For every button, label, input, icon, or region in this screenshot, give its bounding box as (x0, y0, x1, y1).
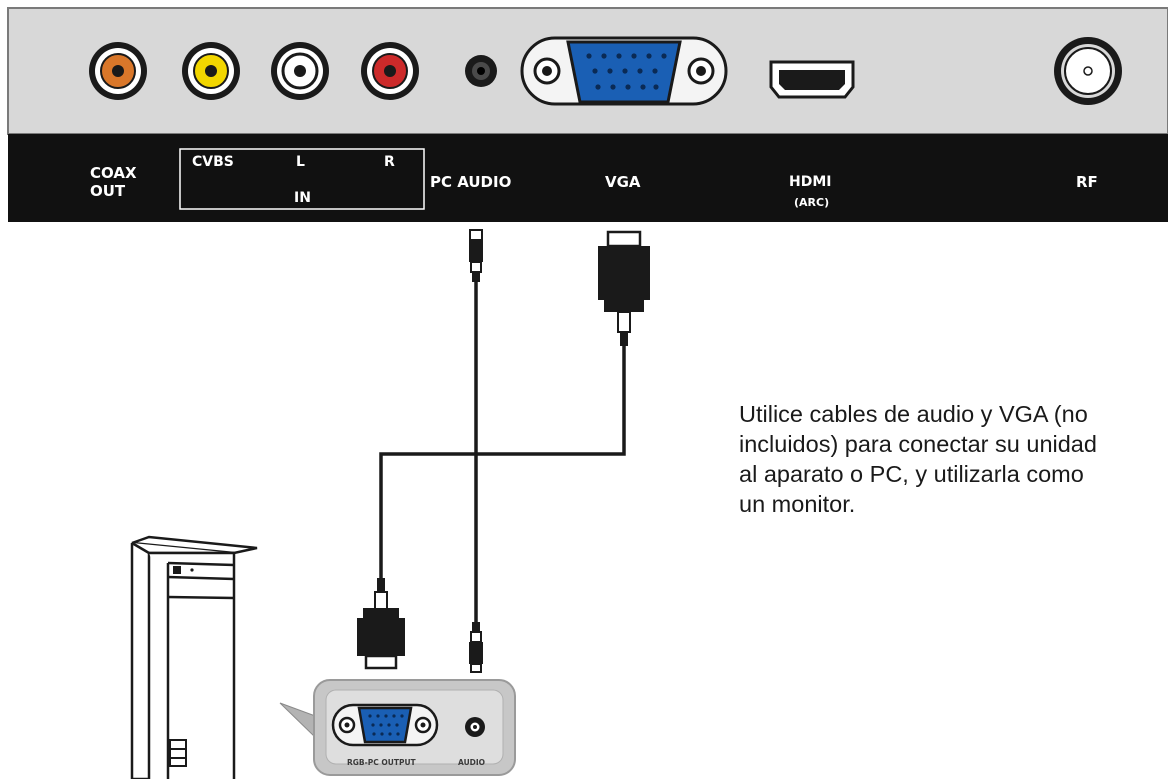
pc-output-panel: RGB-PC OUTPUT AUDIO (313, 679, 516, 776)
audio-l-jack (271, 42, 329, 100)
audio-plug-top (469, 229, 483, 282)
pc-tower (130, 535, 258, 779)
caption-line-2: incluidos) para conectar su unidad (739, 431, 1097, 457)
cvbs-jack (182, 42, 240, 100)
caption-line-1: Utilice cables de audio y VGA (no (739, 401, 1088, 427)
pc-vga-socket (357, 706, 413, 744)
instruction-caption: Utilice cables de audio y VGA (no inclui… (739, 399, 1168, 569)
label-rgb-pc-output: RGB-PC OUTPUT (347, 758, 417, 767)
vga-cable (379, 346, 626, 580)
hdmi-port (769, 60, 855, 99)
label-pc-audio-out: AUDIO (458, 758, 485, 767)
pc-drive-slot (173, 566, 181, 574)
pc-audio-jack (465, 55, 497, 87)
pc-power-led (190, 568, 194, 572)
pc-vent (169, 739, 187, 767)
label-in: IN (294, 190, 311, 206)
label-hdmi: HDMI (789, 174, 831, 190)
label-l: L (296, 154, 305, 170)
label-r: R (384, 154, 395, 170)
vga-plug-top (598, 230, 650, 346)
label-rf: RF (1076, 173, 1098, 191)
rf-port (1054, 37, 1122, 105)
audio-r-jack (361, 42, 419, 100)
label-cvbs: CVBS (192, 154, 234, 170)
coax-jack (89, 42, 147, 100)
label-arc: (ARC) (794, 196, 829, 209)
audio-plug-bottom (469, 622, 483, 673)
vga-port (520, 36, 728, 106)
caption-line-3: al aparato o PC, y utilizarla como (739, 461, 1084, 487)
pc-tower-front (149, 551, 236, 779)
callout-pointer (279, 702, 319, 742)
label-pc-audio: PC AUDIO (430, 173, 511, 191)
cables (379, 282, 626, 628)
caption-line-4: un monitor. (739, 491, 856, 517)
label-coax-out-2: OUT (90, 182, 126, 200)
in-group-box (179, 148, 425, 210)
vga-plug-bottom (357, 578, 405, 670)
label-vga: VGA (605, 173, 641, 191)
label-coax-out-1: COAX (90, 164, 137, 182)
